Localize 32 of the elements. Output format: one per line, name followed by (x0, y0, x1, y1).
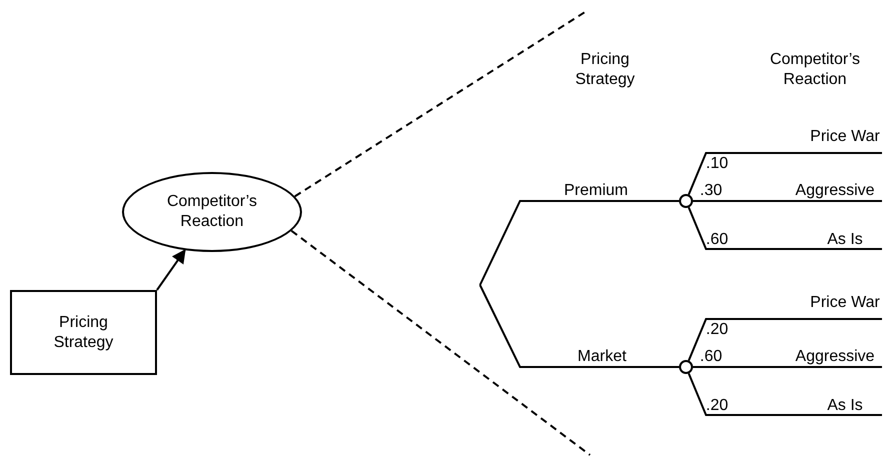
tree-branch (479, 200, 679, 286)
probability-value: .60 (704, 230, 730, 250)
chance-node-circle (679, 360, 693, 374)
dashed-expansion-line (294, 11, 586, 198)
tree-branch (693, 200, 882, 202)
tree-branch (688, 318, 882, 361)
edge-label: Price War (810, 294, 880, 312)
tree-branch (688, 207, 882, 250)
node-label: Pricing Strategy (52, 312, 114, 352)
edge-label: Premium (564, 182, 628, 200)
node-label: Competitor’s Reaction (166, 192, 258, 232)
probability-value: .20 (704, 396, 730, 416)
arrow (156, 249, 186, 291)
chance-node-circle (679, 194, 693, 208)
probability-value: .20 (704, 320, 730, 340)
probability-value: .10 (704, 154, 730, 174)
column-header: Competitor’s Reaction (768, 50, 862, 90)
edge-label: Market (578, 348, 626, 366)
edge-label: Price War (810, 128, 880, 146)
edge-label: As Is (827, 397, 863, 415)
tree-branch (688, 152, 882, 195)
edge-label: As Is (827, 231, 863, 249)
tree-branch (688, 373, 882, 416)
column-header: Pricing Strategy (574, 50, 636, 90)
edge-label: Aggressive (795, 182, 875, 200)
edge-label: Aggressive (795, 348, 875, 366)
tree-branch (693, 366, 882, 368)
decision-box (10, 290, 157, 375)
probability-value: .60 (698, 347, 724, 367)
dashed-expansion-line (290, 230, 591, 456)
probability-value: .30 (698, 181, 724, 201)
tree-branch (479, 284, 679, 368)
